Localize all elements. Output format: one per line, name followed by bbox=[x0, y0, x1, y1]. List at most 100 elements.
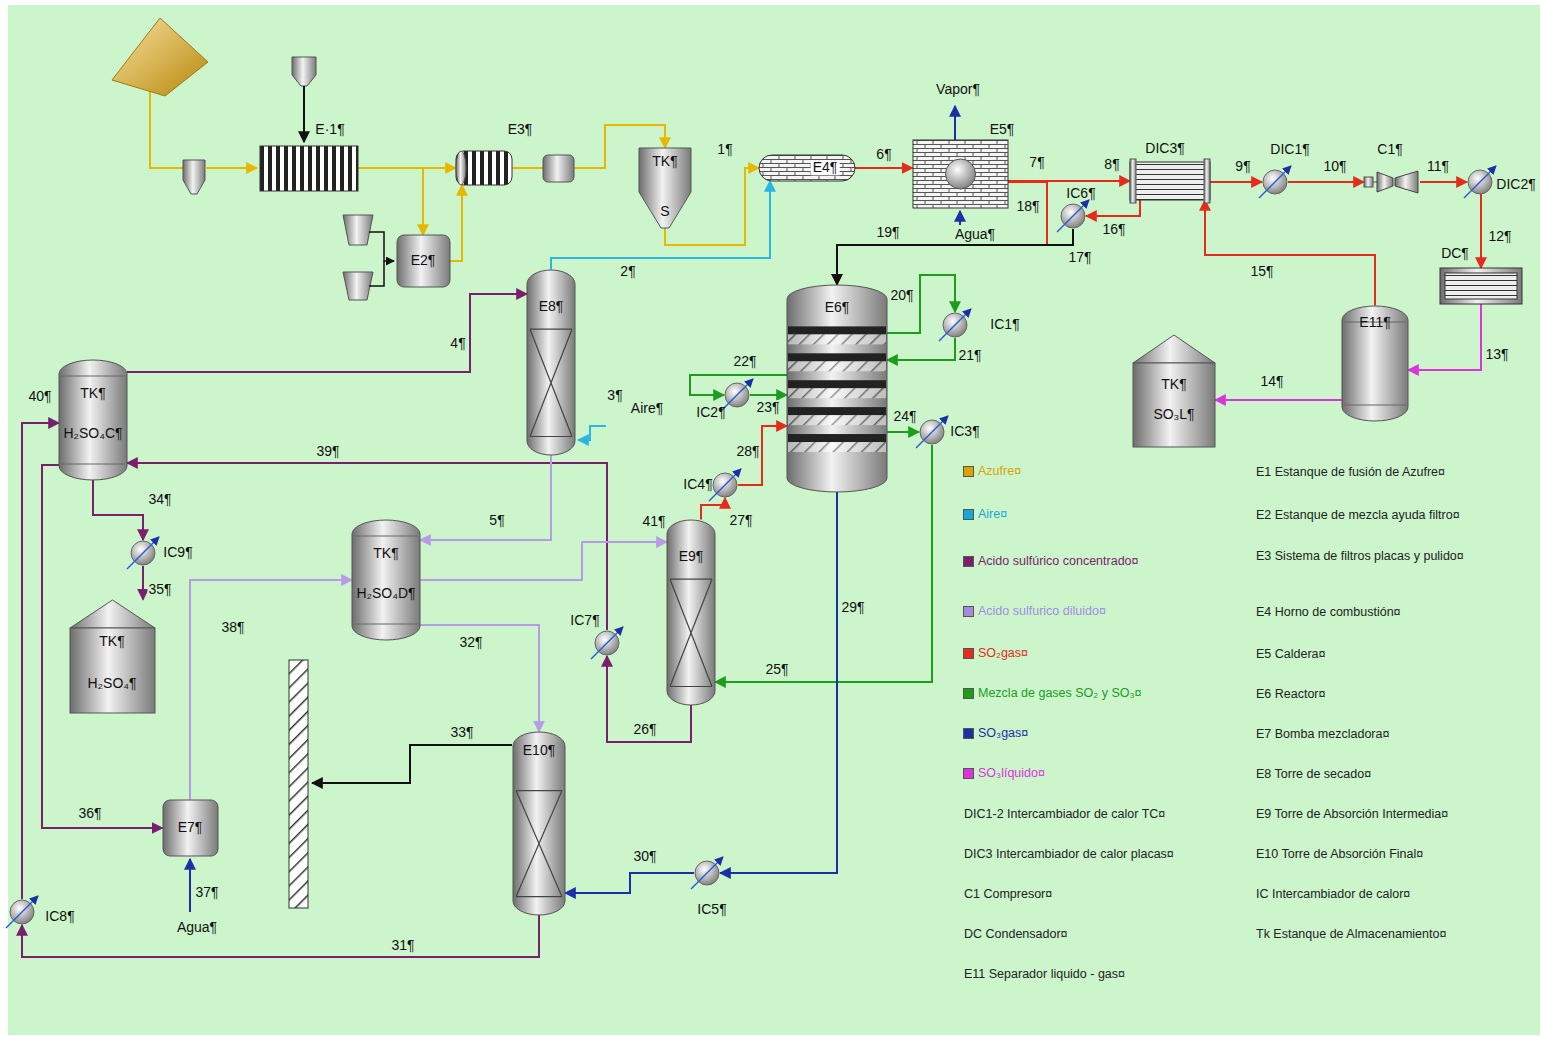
stream-note: 7¶ bbox=[1028, 155, 1045, 170]
equipment-key: E6 Reactor¤ bbox=[1255, 688, 1326, 702]
heat-exchanger-shape bbox=[594, 630, 620, 656]
stream-note: 33¶ bbox=[449, 725, 474, 740]
stream-note: 17¶ bbox=[1067, 250, 1092, 265]
legend-entry: SO₃líquido¤ bbox=[963, 767, 1045, 781]
legend-entry: Acido sulfúrico concentrado¤ bbox=[963, 555, 1139, 569]
feed-line bbox=[150, 92, 183, 168]
equipment-key: E5 Caldera¤ bbox=[1255, 648, 1327, 662]
equipment-content: SO₃L¶ bbox=[1153, 407, 1194, 422]
legend-entry: Acido sulfurico diluido¤ bbox=[963, 605, 1106, 619]
equipment-tag: IC6¶ bbox=[1066, 186, 1095, 201]
legend-swatch bbox=[963, 556, 974, 567]
legend-text: Mezcla de gases SO₂ y SO₃¤ bbox=[978, 687, 1141, 701]
storage-vessel-shape bbox=[59, 360, 127, 480]
stream-number: 35¶ bbox=[147, 582, 172, 597]
compressor-shape bbox=[1364, 170, 1420, 194]
legend-entry: SO₂gas¤ bbox=[963, 647, 1028, 661]
equipment-key: E10 Torre de Absorción Final¤ bbox=[1255, 848, 1424, 862]
packed-tower-shape bbox=[667, 520, 715, 705]
filter-unit: E3¶ bbox=[456, 151, 512, 185]
stream-number: 38¶ bbox=[220, 620, 245, 635]
equipment-tag: E·1¶ bbox=[315, 122, 344, 137]
steam-line bbox=[954, 106, 956, 140]
plate-exchanger: DIC3¶ bbox=[1130, 162, 1210, 200]
process-stream bbox=[450, 185, 463, 261]
process-stream bbox=[1210, 181, 1262, 182]
stream-number: 24¶ bbox=[892, 409, 917, 424]
stream-note: 37¶ bbox=[194, 885, 219, 900]
feed-line bbox=[205, 167, 257, 169]
equipment-tag: IC7¶ bbox=[570, 613, 599, 628]
process-stream bbox=[190, 580, 352, 800]
equipment-tag: TK¶ bbox=[80, 386, 105, 401]
process-stream bbox=[701, 498, 725, 520]
heat-exchanger: IC5¶ bbox=[694, 860, 720, 886]
equipment-tag: DIC1¶ bbox=[1270, 142, 1309, 157]
packed-tower: E9¶ bbox=[667, 520, 715, 705]
stream-number: 28¶ bbox=[735, 444, 760, 459]
water-line bbox=[189, 859, 191, 912]
stream-number: 22¶ bbox=[732, 354, 757, 369]
feed-hopper bbox=[183, 160, 205, 194]
equipment-key: E7 Bomba mezcladora¤ bbox=[1255, 728, 1390, 742]
heat-exchanger: DIC1¶ bbox=[1262, 169, 1288, 195]
equipment-tag: IC1¶ bbox=[990, 317, 1019, 332]
heat-exchanger-shape bbox=[712, 472, 738, 498]
stream-number: 31¶ bbox=[390, 938, 415, 953]
stream-number: 8¶ bbox=[1103, 157, 1120, 172]
equipment-key: C1 Compresor¤ bbox=[963, 888, 1053, 902]
boiler-shape bbox=[913, 140, 1008, 208]
stream-number: 30¶ bbox=[632, 849, 657, 864]
process-stream bbox=[1288, 181, 1364, 183]
compressor: C1¶ bbox=[1364, 170, 1420, 194]
legend-swatch bbox=[963, 688, 974, 699]
storage-silo: TK¶SO₃L¶ bbox=[1133, 335, 1215, 447]
equipment-key: E1 Estanque de fusión de Azufre¤ bbox=[1255, 466, 1446, 480]
stream-number: 19¶ bbox=[875, 225, 900, 240]
process-stream bbox=[42, 465, 163, 828]
equipment-tag: C1¶ bbox=[1377, 142, 1402, 157]
melting-tank: E·1¶ bbox=[260, 146, 358, 191]
stream-number: 25¶ bbox=[764, 662, 789, 677]
storage-vessel: TK¶H₂SO₄C¶ bbox=[59, 360, 127, 480]
stream-number: 11¶ bbox=[1426, 159, 1450, 174]
equipment-key: E3 Sistema de filtros placas y pulido¤ bbox=[1255, 550, 1465, 564]
heat-exchanger: IC8¶ bbox=[9, 899, 35, 925]
heat-exchanger: IC9¶ bbox=[130, 540, 156, 566]
water-line bbox=[959, 211, 961, 225]
legend-entry: Aire¤ bbox=[963, 508, 1007, 522]
stream-number: 4¶ bbox=[449, 336, 466, 351]
heat-exchanger: IC2¶ bbox=[724, 382, 750, 408]
equipment-tag: E2¶ bbox=[411, 253, 436, 268]
feed-line bbox=[369, 232, 394, 261]
equipment-tag: E8¶ bbox=[539, 299, 564, 314]
process-stream bbox=[420, 455, 551, 541]
feed-line bbox=[369, 261, 384, 286]
stream-number: 12¶ bbox=[1487, 229, 1512, 244]
boiler: E5¶ bbox=[913, 140, 1008, 208]
stream-number: 2¶ bbox=[619, 264, 636, 279]
reactor-shape bbox=[787, 285, 887, 492]
legend-text: SO₃líquido¤ bbox=[978, 767, 1045, 781]
stream-number: 23¶ bbox=[755, 400, 780, 415]
reactor: E6¶ bbox=[787, 285, 887, 492]
legend-text: Aire¤ bbox=[978, 508, 1007, 522]
process-stream bbox=[22, 915, 539, 958]
heat-exchanger: IC3¶ bbox=[919, 419, 945, 445]
equipment-content: H₂SO₄D¶ bbox=[356, 586, 415, 601]
equipment-key: E8 Torre de secado¤ bbox=[1255, 768, 1372, 782]
stream-number: 9¶ bbox=[1234, 159, 1251, 174]
legend-text: SO₃gas¤ bbox=[978, 727, 1028, 741]
stream-number: 10¶ bbox=[1322, 159, 1347, 174]
equipment-content: H₂SO₄¶ bbox=[87, 676, 136, 691]
storage-silo: TK¶H₂SO₄¶ bbox=[70, 600, 155, 713]
stream-note: Aire¶ bbox=[630, 401, 664, 416]
equipment-key: E4 Horno de combustión¤ bbox=[1255, 606, 1402, 620]
process-stream bbox=[1480, 195, 1481, 268]
melting-tank-shape bbox=[260, 146, 358, 191]
equipment-tag: IC2¶ bbox=[696, 405, 725, 420]
equipment-tag: IC4¶ bbox=[683, 477, 712, 492]
heat-exchanger-shape bbox=[694, 860, 720, 886]
process-stream bbox=[855, 167, 913, 169]
equipment-tag: E9¶ bbox=[679, 549, 704, 564]
